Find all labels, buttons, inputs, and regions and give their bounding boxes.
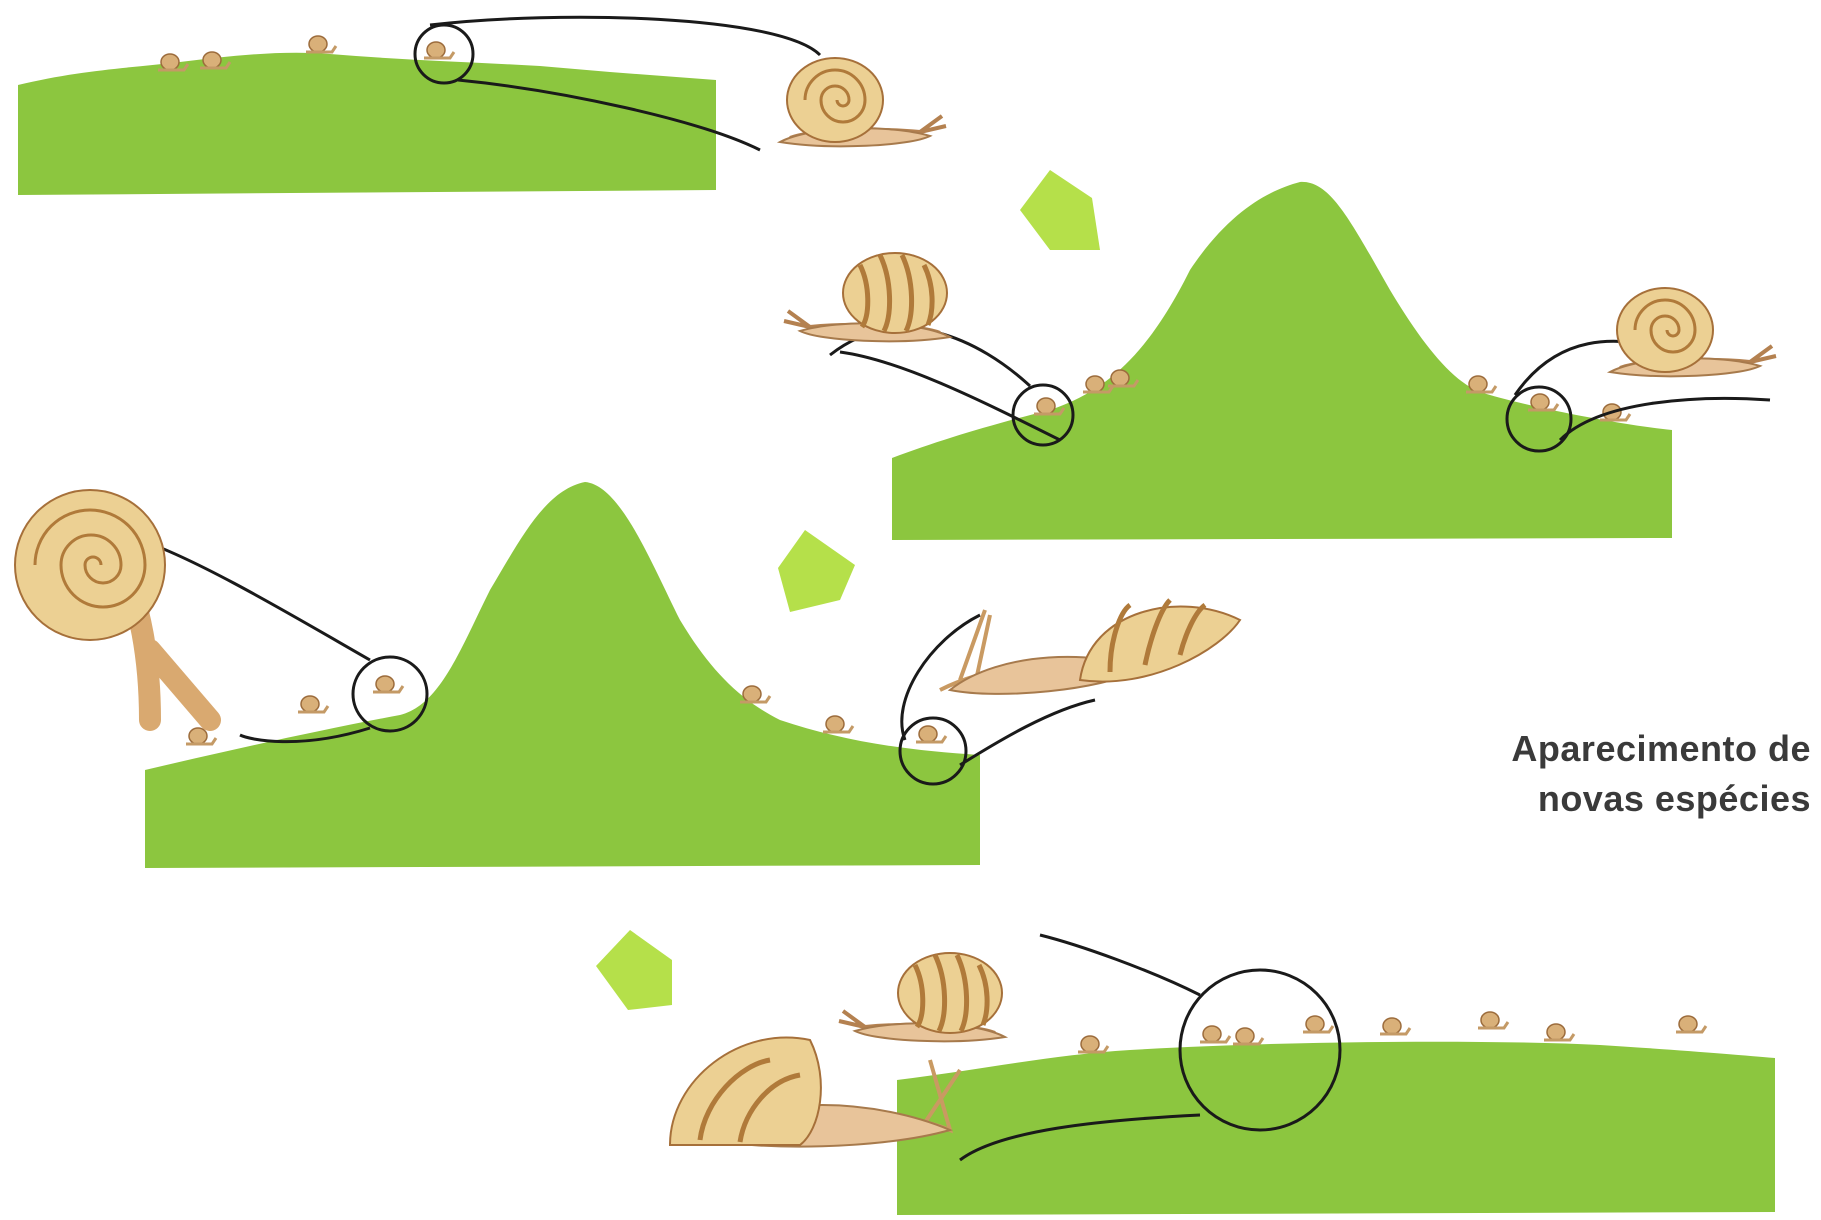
panel-3-snail-icon-left [15, 490, 210, 720]
panel-1-snail-icon [780, 58, 946, 146]
down-arrow-icon-1 [1020, 170, 1100, 250]
panel-2-ground [892, 182, 1672, 540]
panel-2-landscape [784, 182, 1776, 540]
panel-1-landscape [18, 17, 946, 195]
caption-line-2: novas espécies [1511, 774, 1811, 824]
panel-3-landscape [15, 482, 1240, 868]
panel-2-snail-icon-left [784, 253, 950, 341]
panel-4-snail-icon-upper [839, 953, 1005, 1041]
down-arrow-icon-2 [778, 530, 855, 612]
down-arrow-icon-3 [596, 930, 672, 1010]
caption-line-1: Aparecimento de [1511, 724, 1811, 774]
panel-3-ground [145, 482, 980, 868]
panel-2-snail-icon-right [1610, 288, 1776, 376]
panel-1-ground [18, 53, 716, 195]
panel-3-snail-icon-right [940, 600, 1240, 694]
caption: Aparecimento de novas espécies [1511, 724, 1811, 824]
panel-4-ground [897, 1042, 1775, 1215]
panel-4-landscape [670, 935, 1775, 1215]
